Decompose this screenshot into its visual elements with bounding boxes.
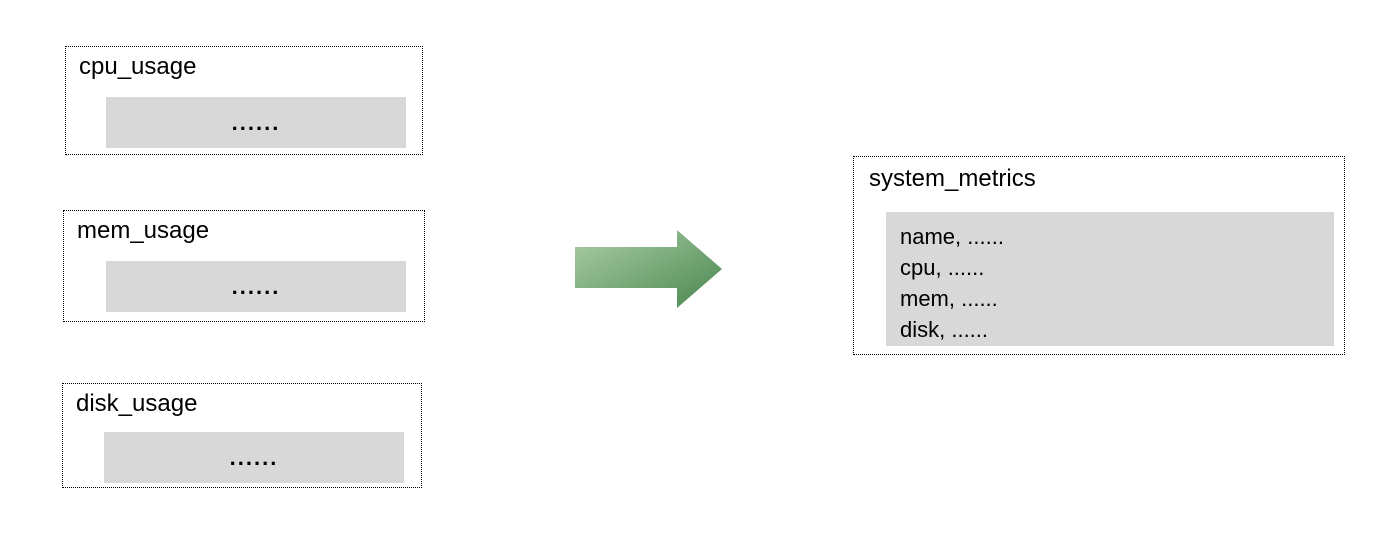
source-table-cpu-usage: cpu_usage ......	[65, 46, 423, 155]
table-title: disk_usage	[76, 390, 198, 417]
table-row: mem, ......	[900, 286, 998, 311]
result-table-system-metrics: system_metrics name, ...... cpu, ...... …	[853, 156, 1345, 355]
table-body-placeholder: ......	[104, 432, 404, 483]
table-title: system_metrics	[869, 165, 1036, 192]
source-table-mem-usage: mem_usage ......	[63, 210, 425, 322]
arrow-right-icon	[575, 230, 722, 308]
table-title: mem_usage	[77, 217, 210, 244]
table-row: name, ......	[900, 224, 1004, 249]
table-row: cpu, ......	[900, 255, 985, 280]
table-body-placeholder: ......	[106, 261, 406, 312]
table-title: cpu_usage	[79, 53, 197, 80]
source-table-disk-usage: disk_usage ......	[62, 383, 422, 488]
table-row: disk, ......	[900, 317, 989, 342]
table-body: name, ...... cpu, ...... mem, ...... dis…	[886, 212, 1334, 346]
table-body-placeholder: ......	[106, 97, 406, 148]
